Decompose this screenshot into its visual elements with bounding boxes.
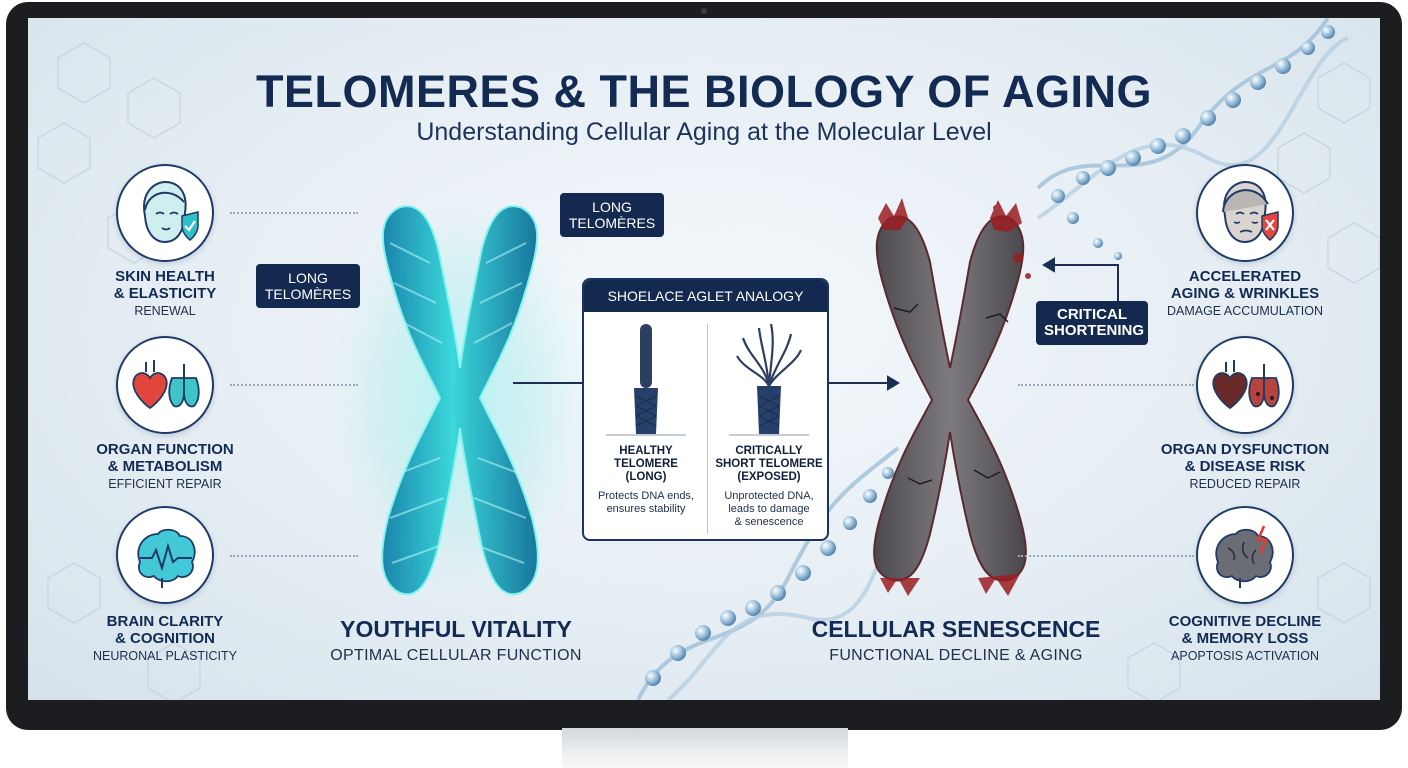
connector-dotted-line xyxy=(230,384,358,386)
senescence-caption: CELLULAR SENESCENCE FUNCTIONAL DECLINE &… xyxy=(811,616,1101,664)
left-feature-brain: BRAIN CLARITY & COGNITION NEURONAL PLAST… xyxy=(92,613,237,663)
intact-aglet-icon xyxy=(606,324,686,436)
brain-pulse-icon xyxy=(116,506,214,604)
right-feature-organ: ORGAN DYSFUNCTION & DISEASE RISK REDUCED… xyxy=(1160,441,1330,491)
shoelace-aglet-analogy-panel: SHOELACE AGLET ANALOGY HEALTHY TELOMERE … xyxy=(582,278,829,541)
heart-lungs-icon xyxy=(116,336,214,434)
analogy-header: SHOELACE AGLET ANALOGY xyxy=(584,280,827,312)
long-telomeres-label-top: LONG TELOMÈRES xyxy=(560,193,664,237)
infographic-screen: TELOMERES & THE BIOLOGY OF AGING Underst… xyxy=(28,18,1380,700)
connector-dotted-line xyxy=(1018,555,1194,557)
youthful-caption: YOUTHFUL VITALITY OPTIMAL CELLULAR FUNCT… xyxy=(330,616,582,664)
monitor-stand xyxy=(562,728,848,768)
dna-helix-bottom xyxy=(636,446,930,700)
page-title: TELOMERES & THE BIOLOGY OF AGING xyxy=(255,66,1153,117)
hexagon-pattern-right xyxy=(1127,62,1380,700)
woman-face-shield-icon xyxy=(116,164,214,262)
healthy-chromosome-illustration xyxy=(310,168,610,628)
left-feature-skin: SKIN HEALTH & ELASTICITY RENEWAL xyxy=(113,268,217,318)
analogy-divider xyxy=(707,324,708,534)
long-telomeres-label-left: LONG TELOMÈRES xyxy=(256,264,360,308)
analogy-healthy-column: HEALTHY TELOMERE (LONG) Protects DNA end… xyxy=(586,316,706,516)
right-feature-aging: ACCELERATED AGING & WRINKLES DAMAGE ACCU… xyxy=(1166,268,1324,318)
critical-shortening-label: CRITICAL SHORTENING xyxy=(1036,301,1148,345)
dna-helix-top-right xyxy=(1036,18,1349,260)
webcam-dot xyxy=(701,8,707,14)
senescent-chromosome-illustration xyxy=(873,198,1031,596)
aged-face-shield-x-icon xyxy=(1196,164,1294,262)
left-feature-organ: ORGAN FUNCTION & METABOLISM EFFICIENT RE… xyxy=(96,441,234,491)
connector-dotted-line xyxy=(1018,384,1194,386)
damaged-heart-lungs-icon xyxy=(1196,336,1294,434)
illustration-layer xyxy=(37,18,1380,700)
connector-dotted-line xyxy=(230,212,358,214)
frayed-aglet-icon xyxy=(729,323,809,436)
brain-lightning-icon xyxy=(1196,506,1294,604)
analogy-short-column: CRITICALLY SHORT TELOMERE (EXPOSED) Unpr… xyxy=(709,316,827,529)
right-feature-brain: COGNITIVE DECLINE & MEMORY LOSS APOPTOSI… xyxy=(1168,613,1322,663)
page-subtitle: Understanding Cellular Aging at the Mole… xyxy=(416,118,992,146)
connector-dotted-line xyxy=(230,555,358,557)
